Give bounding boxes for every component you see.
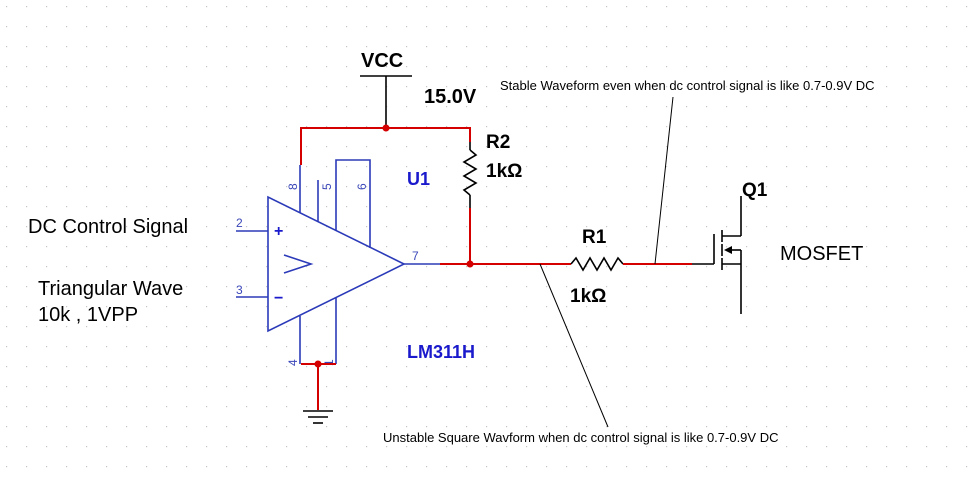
stable-annotation-leader (654, 96, 674, 265)
stable-waveform-annotation: Stable Waveform even when dc control sig… (500, 78, 875, 93)
r2-resistor (462, 142, 478, 208)
pin-3-label: 3 (236, 283, 243, 297)
u1-part: LM311H (407, 342, 475, 362)
opamp-u1 (236, 159, 440, 364)
pin-8-label: 8 (286, 183, 300, 190)
ground-junction (314, 360, 322, 368)
pin-1-label: 1 (322, 359, 336, 366)
pin-6-label: 6 (355, 183, 369, 190)
mosfet-label: MOSFET (780, 243, 863, 265)
vcc-label: VCC (361, 50, 403, 72)
r2-ref: R2 (486, 132, 510, 153)
r2-value: 1kΩ (486, 161, 522, 182)
pin-5-label: 5 (320, 183, 334, 190)
u1-ref: U1 (407, 169, 430, 189)
triangular-wave-spec: 10k , 1VPP (38, 304, 138, 326)
r1-resistor (570, 256, 624, 272)
output-junction (466, 260, 474, 268)
unstable-annotation-leader (539, 263, 609, 428)
vcc-symbol (360, 75, 412, 128)
q1-ref: Q1 (742, 180, 768, 201)
dc-control-label: DC Control Signal (28, 216, 188, 238)
unstable-waveform-annotation: Unstable Square Wavform when dc control … (383, 430, 778, 445)
r1-value: 1kΩ (570, 286, 606, 307)
pin-7-label: 7 (412, 249, 419, 263)
vcc-voltage: 15.0V (424, 86, 477, 108)
pin-2-label: 2 (236, 216, 243, 230)
r1-ref: R1 (582, 227, 607, 248)
opamp-minus-sign: − (274, 290, 283, 307)
mosfet-q1 (692, 196, 742, 314)
vcc-junction (382, 124, 390, 132)
pin-4-label: 4 (286, 359, 300, 366)
opamp-plus-sign: + (274, 223, 283, 240)
triangular-wave-label: Triangular Wave (38, 278, 183, 300)
